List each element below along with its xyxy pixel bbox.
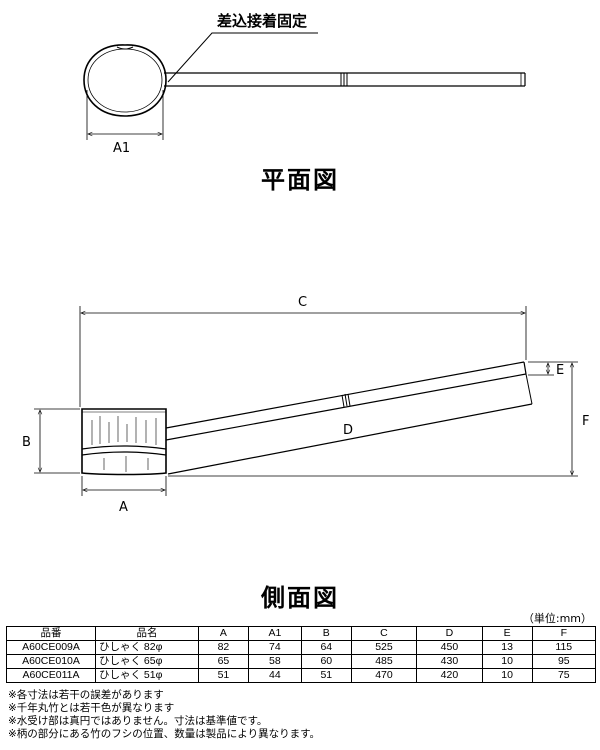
table-cell: ひしゃく 51φ (95, 668, 199, 683)
table-cell: A60CE010A (6, 654, 96, 669)
dim-a1-label: A1 (113, 141, 130, 156)
side-view (34, 306, 578, 496)
dim-f-lines (168, 361, 578, 477)
table-cell: 58 (247, 654, 302, 669)
table-cell: 60 (300, 654, 352, 669)
dim-e-label: E (556, 363, 564, 378)
table-cell: 51 (300, 668, 352, 683)
dim-a-lines (81, 476, 167, 496)
col-header: 品番 (6, 626, 96, 641)
table-row: A60CE010A ひしゃく 65φ 65 58 60 485 430 10 9… (6, 654, 597, 669)
table-cell: 95 (531, 654, 597, 669)
col-header: D (416, 626, 483, 641)
dim-f-label: F (582, 414, 589, 429)
note-line: ※千年丸竹とは若干色が異なります (8, 702, 175, 714)
table-cell: 10 (481, 654, 533, 669)
table-cell: A60CE011A (6, 668, 96, 683)
dim-a1-lines (86, 90, 164, 140)
table-cell: ひしゃく 82φ (95, 640, 199, 655)
side-cup (81, 408, 167, 476)
dim-b-lines (34, 408, 80, 474)
table-cell: 485 (350, 654, 418, 669)
plan-view (83, 32, 526, 140)
col-header: A (198, 626, 249, 641)
col-header: B (300, 626, 352, 641)
note-line: ※水受け部は真円ではありません。寸法は基準値です。 (8, 715, 268, 727)
dim-e-lines (528, 361, 554, 376)
plan-view-title: 平面図 (261, 166, 339, 194)
callout-text: 差込接着固定 (217, 12, 307, 30)
table-cell: 430 (416, 654, 483, 669)
dim-a-label: A (119, 500, 128, 515)
notes: ※各寸法は若干の誤差があります ※千年丸竹とは若干色が異なります ※水受け部は真… (8, 689, 320, 741)
table-cell: 525 (350, 640, 418, 655)
dim-b-label: B (22, 435, 31, 450)
side-view-title: 側面図 (261, 584, 339, 612)
side-handle (165, 361, 533, 475)
dim-c-label: C (298, 295, 307, 310)
table-cell: 44 (247, 668, 302, 683)
table-cell: 64 (300, 640, 352, 655)
table-cell: 74 (247, 640, 302, 655)
table-row: A60CE009A ひしゃく 82φ 82 74 64 525 450 13 1… (6, 640, 597, 655)
col-header: E (481, 626, 533, 641)
table-cell: 65 (198, 654, 249, 669)
unit-label: （単位:mm） (522, 612, 592, 625)
table-cell: 13 (481, 640, 533, 655)
table-cell: ひしゃく 65φ (95, 654, 199, 669)
spec-table: 品番 品名 A A1 B C D E F A60CE009A ひしゃく 82φ … (6, 626, 597, 683)
col-header: 品名 (95, 626, 199, 641)
callout-leader (167, 32, 318, 83)
col-header: C (350, 626, 418, 641)
note-line: ※柄の部分にある竹のフシの位置、数量は製品により異なります。 (8, 728, 321, 740)
table-row: A60CE011A ひしゃく 51φ 51 44 51 470 420 10 7… (6, 668, 597, 683)
dim-d-label: D (343, 423, 353, 438)
col-header: A1 (247, 626, 302, 641)
table-cell: A60CE009A (6, 640, 96, 655)
table-cell: 75 (531, 668, 597, 683)
col-header: F (531, 626, 597, 641)
plan-cup (83, 44, 167, 117)
table-header-row: 品番 品名 A A1 B C D E F (6, 626, 597, 641)
note-line: ※各寸法は若干の誤差があります (8, 689, 164, 701)
plan-handle (164, 72, 526, 87)
table-cell: 82 (198, 640, 249, 655)
table-cell: 470 (350, 668, 418, 683)
table-cell: 420 (416, 668, 483, 683)
table-cell: 450 (416, 640, 483, 655)
dim-c-lines (79, 306, 527, 407)
table-cell: 115 (531, 640, 597, 655)
table-cell: 51 (198, 668, 249, 683)
table-cell: 10 (481, 668, 533, 683)
technical-drawing: 差込接着固定 A1 (22, 12, 589, 515)
